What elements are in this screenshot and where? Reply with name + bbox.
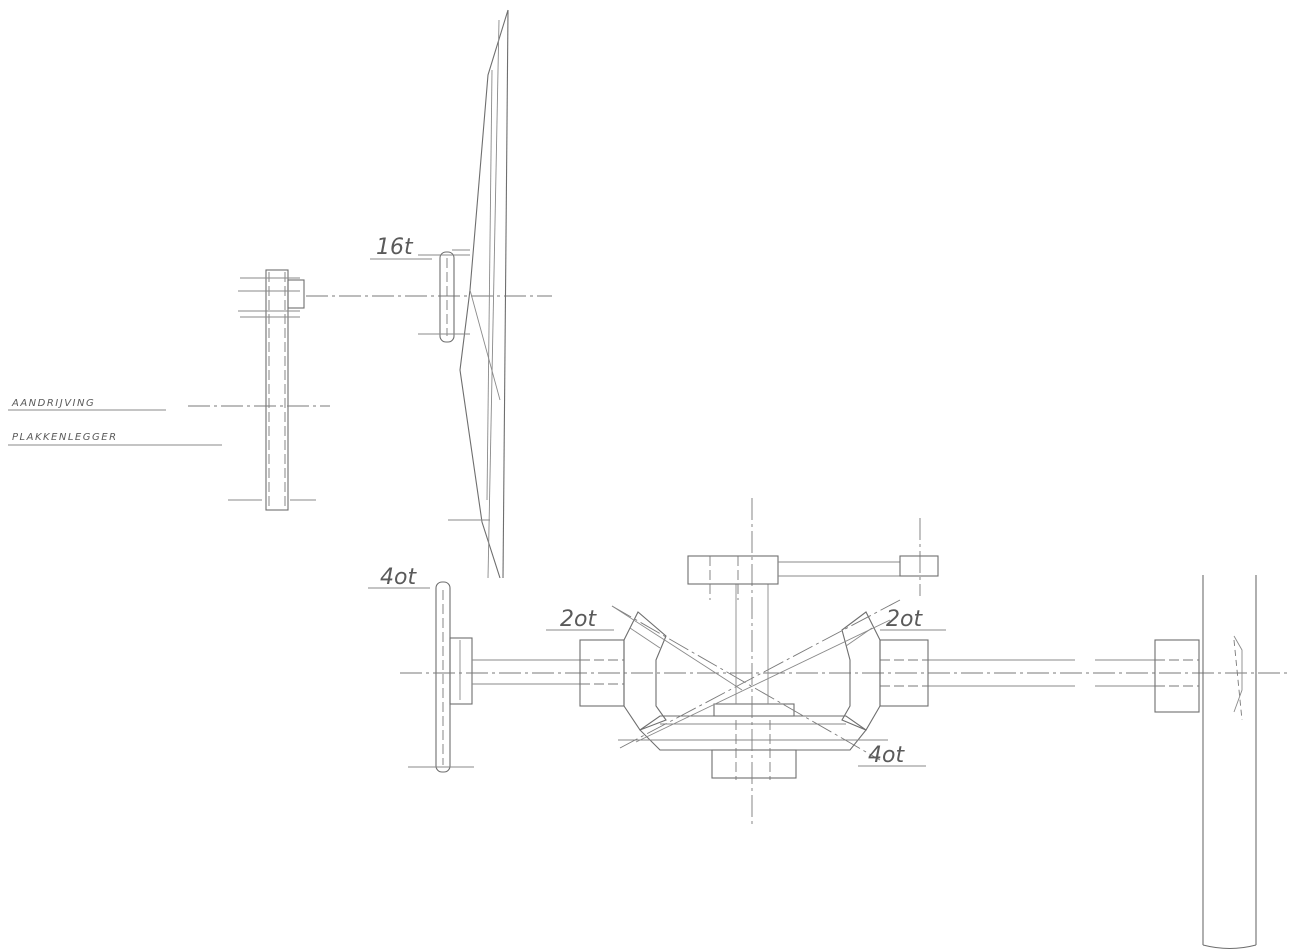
label-20t-right: 2ot (886, 607, 923, 632)
caption-line-1: AANDRIJVING (11, 398, 95, 409)
main-shaft (400, 659, 1290, 687)
large-wheel (448, 9, 509, 579)
vertical-shaft (687, 498, 939, 826)
bevel-gear-assembly (579, 599, 929, 780)
label-40t-bottom: 4ot (868, 743, 905, 768)
sprocket-16t (418, 251, 470, 343)
sprocket-40t-left (408, 581, 474, 773)
label-40t-left: 4ot (380, 565, 417, 590)
label-16t: 16t (376, 235, 414, 260)
small-sprocket-assembly (228, 269, 316, 511)
caption-line-2: PLAKKENLEGGER (12, 432, 118, 443)
right-column (1154, 575, 1257, 950)
label-20t-left: 2ot (560, 607, 597, 632)
